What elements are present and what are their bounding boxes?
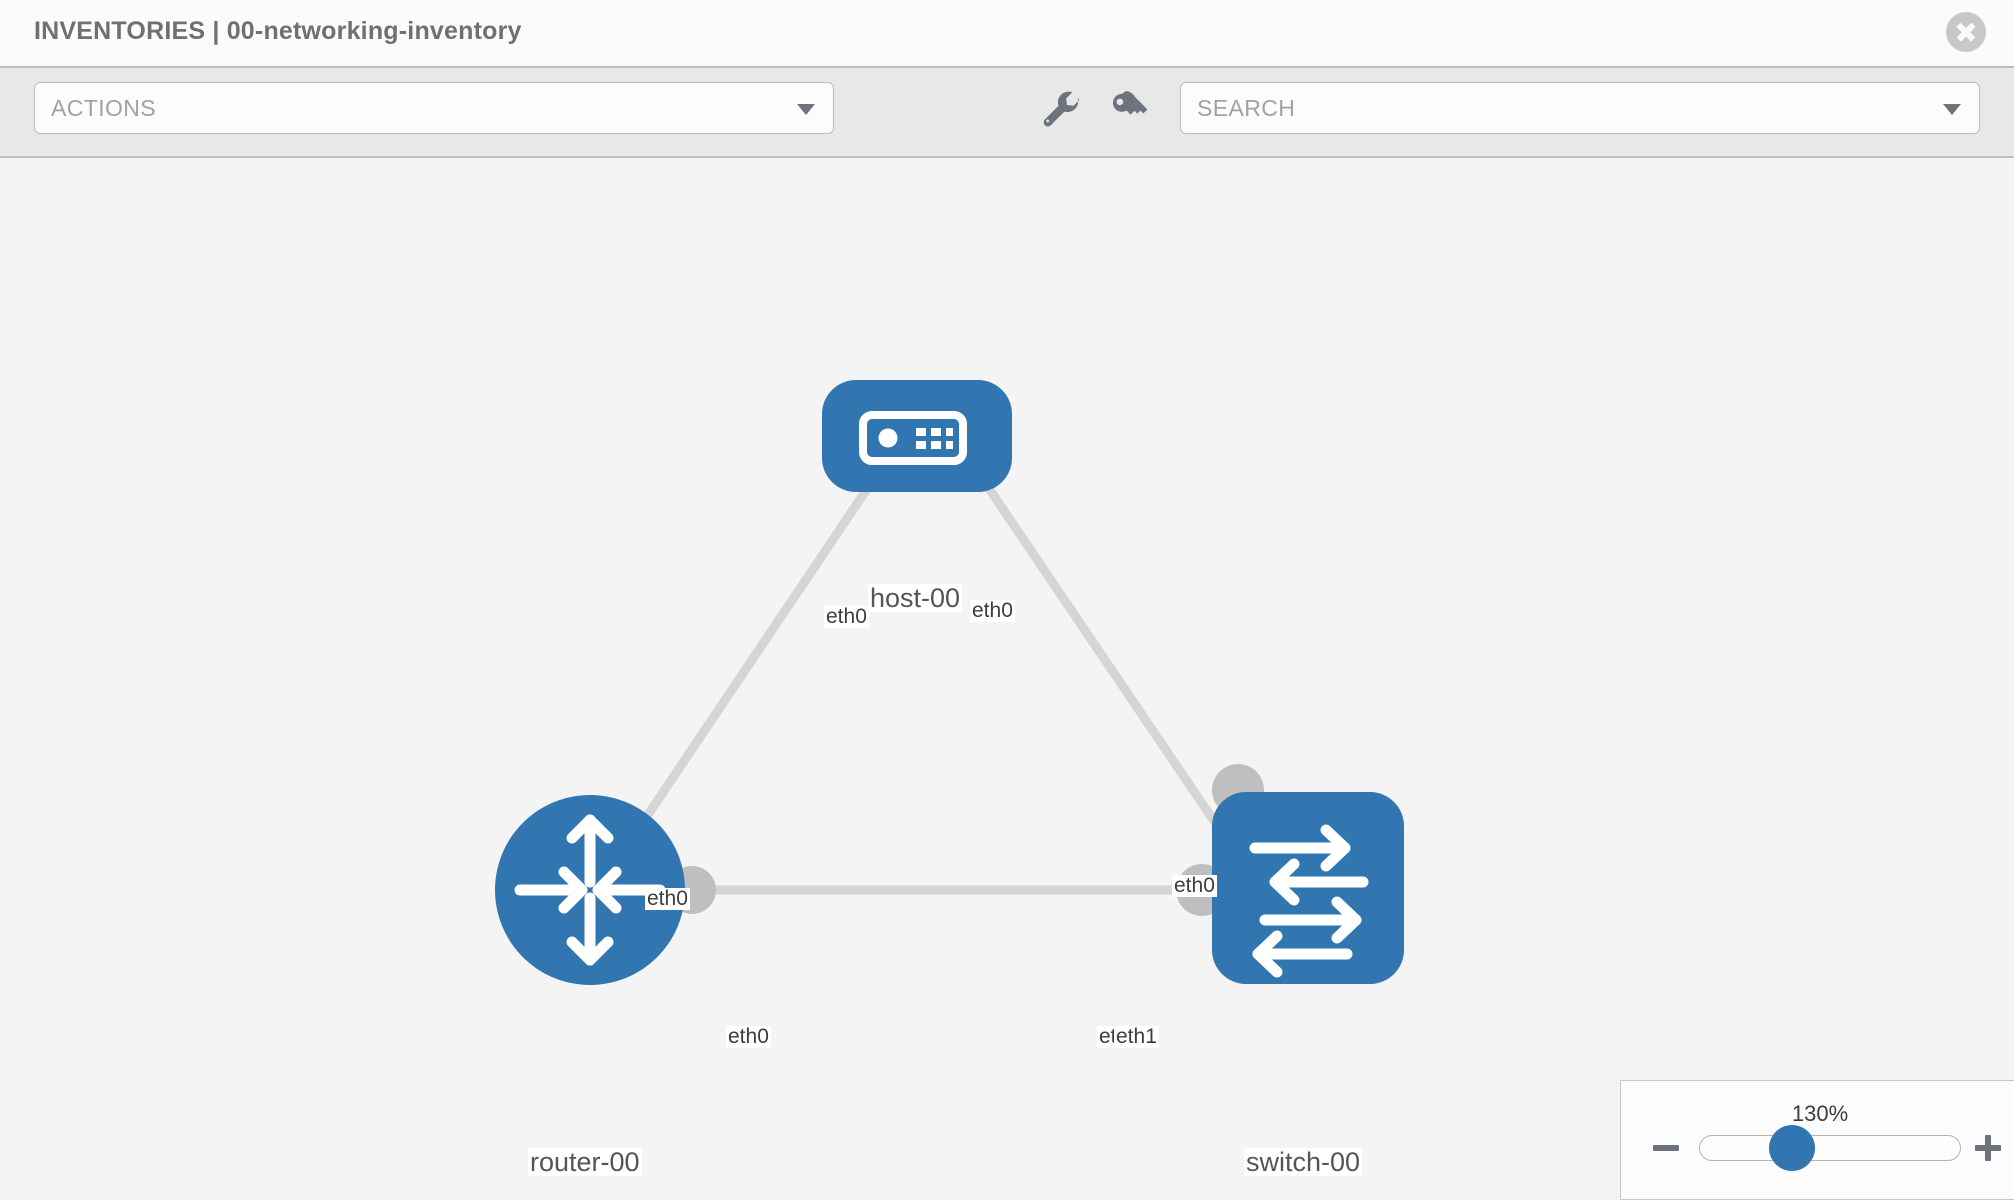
topology-graph [495, 380, 1404, 985]
chevron-down-icon [1943, 104, 1961, 115]
iface-label-host-left: eth0 [824, 605, 869, 629]
search-input[interactable]: SEARCH [1180, 82, 1980, 134]
node-label-switch-00: switch-00 [1244, 1147, 1363, 1177]
minus-icon [1653, 1145, 1679, 1151]
link-host-router [596, 425, 912, 889]
iface-label-host-right: eth0 [970, 599, 1015, 623]
zoom-slider-thumb[interactable] [1769, 1125, 1815, 1171]
plus-icon-vertical [1985, 1135, 1991, 1161]
key-icon[interactable] [1108, 88, 1152, 132]
node-label-router-00: router-00 [528, 1147, 642, 1177]
actions-dropdown[interactable]: ACTIONS [34, 82, 834, 134]
chevron-down-icon [797, 104, 815, 115]
close-icon[interactable] [1946, 12, 1986, 52]
topology-canvas[interactable]: eth0 eth0 eth0 eth0 eth0 eth0 eth1 host-… [0, 160, 2014, 1200]
actions-dropdown-label: ACTIONS [51, 95, 157, 121]
node-label-host-00: host-00 [868, 583, 963, 613]
iface-label-switch-left-eth1: eth1 [1114, 1025, 1159, 1049]
server-icon [859, 411, 967, 465]
node-switch-00 [1212, 792, 1404, 984]
zoom-slider-track[interactable] [1699, 1135, 1961, 1161]
zoom-in-button[interactable] [1973, 1133, 2003, 1163]
wrench-icon[interactable] [1040, 88, 1084, 132]
topology-links [596, 425, 1262, 895]
iface-label-switch-up: eth0 [1172, 874, 1217, 898]
router-arrows-icon [514, 814, 666, 966]
zoom-out-button[interactable] [1651, 1133, 1681, 1163]
page-header: INVENTORIES | 00-networking-inventory [0, 0, 2014, 68]
node-router-00 [495, 795, 685, 985]
switch-arrows-icon [1249, 824, 1369, 978]
iface-label-router-right: eth0 [726, 1025, 771, 1049]
page-title: INVENTORIES | 00-networking-inventory [34, 17, 522, 45]
node-host-00 [822, 380, 1012, 492]
zoom-level-value: 130% [1791, 1101, 1849, 1126]
zoom-control-panel: 130% [1620, 1080, 2014, 1200]
search-placeholder: SEARCH [1197, 95, 1296, 121]
link-host-switch [944, 425, 1262, 889]
iface-label-router-up: eth0 [645, 887, 690, 911]
